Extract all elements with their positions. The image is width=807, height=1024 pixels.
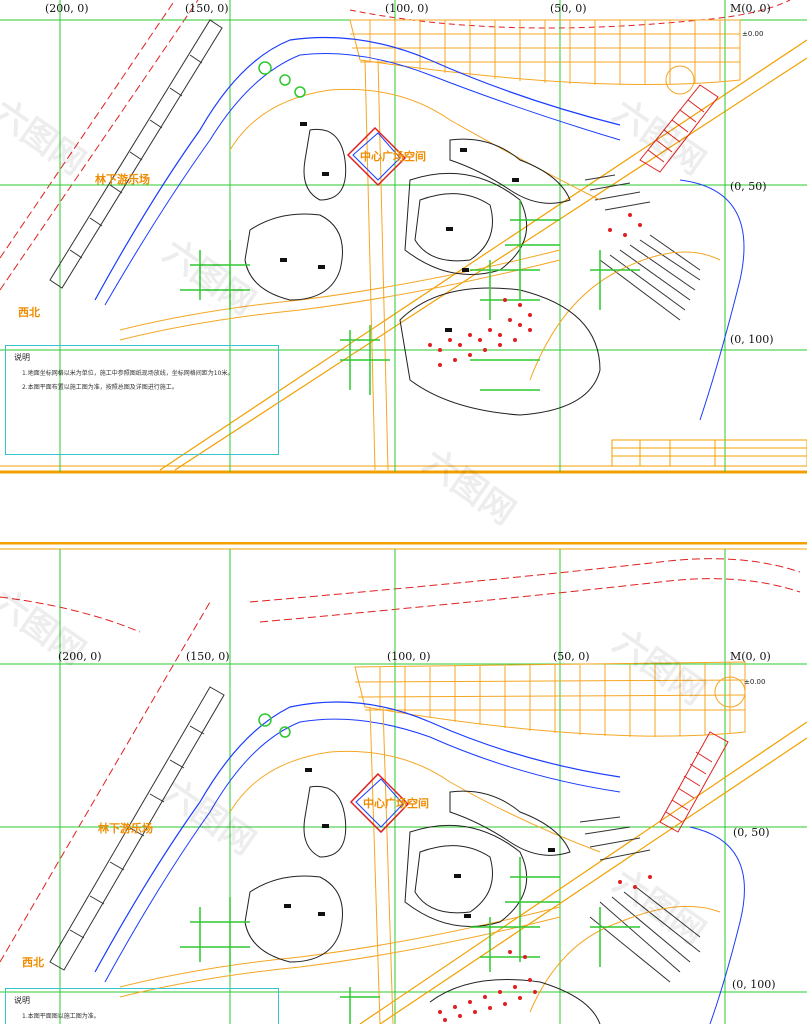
notes-line: 2.本图平面布置以施工图为准，按照总图及详图进行施工。: [22, 384, 178, 391]
red-paving-band: [639, 84, 719, 173]
road-edge-line: [259, 578, 801, 623]
coord-label-0-50: (0, 50): [733, 826, 770, 839]
water-edge: [679, 179, 745, 421]
tree-rows: [180, 713, 640, 1024]
water-edge: [94, 36, 621, 301]
drawing-sheet-bottom: (200, 0) (150, 0) (100, 0) (50, 0) M(0, …: [0, 542, 807, 1024]
road-edge-line: [0, 601, 211, 963]
paving-grid: [349, 19, 741, 95]
coord-label-0-100: (0, 100): [732, 978, 776, 991]
elevation-label: ±0.00: [742, 30, 763, 38]
road-edge-line: [0, 0, 199, 291]
coord-label-50: (50, 0): [550, 2, 587, 15]
coord-label-100: (100, 0): [385, 2, 429, 15]
coord-label-0-100: (0, 100): [730, 333, 774, 346]
drawing-sheet-top: (200, 0) (150, 0) (100, 0) (50, 0) M(0, …: [0, 0, 807, 482]
diagonal-road: [359, 721, 807, 1024]
tree-rows: [180, 61, 640, 395]
forest-playground-label: 林下游乐场: [98, 821, 153, 835]
coord-label-50: (50, 0): [553, 650, 590, 663]
center-space-label: 中心广场空间: [363, 796, 429, 810]
diagonal-road: [174, 57, 807, 471]
coord-label-150: (150, 0): [185, 2, 229, 15]
garden-paths: [119, 706, 721, 1024]
diagonal-road: [159, 39, 807, 471]
water-edge: [104, 53, 621, 306]
coord-label-150: (150, 0): [186, 650, 230, 663]
diagonal-road: [379, 737, 807, 1024]
plaza-dots: [428, 213, 642, 367]
forest-playground-label: 林下游乐场: [95, 172, 150, 186]
sheet-separator: [0, 482, 807, 542]
coord-label-200: (200, 0): [58, 650, 102, 663]
title-block: [611, 439, 807, 467]
parking-hatch: [584, 174, 701, 321]
northwest-label: 西北: [18, 305, 40, 319]
coord-label-0-50: (0, 50): [730, 180, 767, 193]
central-pavilion: [346, 126, 407, 187]
coord-label-200: (200, 0): [45, 2, 89, 15]
contour-lines: [244, 128, 601, 416]
side-planting-strip: [49, 19, 223, 289]
road-edge-line: [249, 558, 801, 603]
paving-grid: [354, 661, 746, 737]
plaza-dots: [438, 875, 652, 1022]
red-paving-band: [659, 731, 729, 833]
road-edge-line: [349, 0, 791, 29]
northwest-label: 西北: [22, 955, 44, 969]
road-edge-line: [0, 596, 141, 633]
notes-box: 说明 1.本图平面图以施工图为准。: [5, 988, 279, 1024]
coord-label-origin: M(0, 0): [730, 650, 771, 663]
coordinate-grid: [0, 549, 807, 1024]
elevation-markers: [284, 768, 555, 918]
site-plan-bottom: (200, 0) (150, 0) (100, 0) (50, 0) M(0, …: [0, 542, 807, 1024]
elevation-markers: [280, 122, 519, 332]
parking-hatch: [579, 816, 701, 983]
elevation-label: ±0.00: [744, 678, 765, 686]
central-pavilion: [349, 772, 410, 834]
notes-box: 说明 1.地面坐标网格以米为单位，施工中参照图纸现场放线，坐标网格间距为10米。…: [5, 345, 279, 455]
notes-line: 1.本图平面图以施工图为准。: [22, 1013, 100, 1020]
notes-title: 说明: [14, 996, 30, 1005]
coord-label-origin: M(0, 0): [730, 2, 771, 15]
water-edge: [689, 826, 745, 1024]
water-edge: [94, 701, 621, 973]
water-edge: [104, 718, 621, 983]
notes-line: 1.地面坐标网格以米为单位，施工中参照图纸现场放线，坐标网格间距为10米。: [22, 370, 234, 377]
center-space-label: 中心广场空间: [360, 149, 426, 163]
side-planting-strip: [49, 686, 225, 971]
notes-title: 说明: [14, 353, 30, 362]
site-plan-top: (200, 0) (150, 0) (100, 0) (50, 0) M(0, …: [0, 0, 807, 474]
coord-label-100: (100, 0): [387, 650, 431, 663]
road-edge-line: [0, 0, 176, 259]
contour-lines: [244, 785, 601, 1024]
